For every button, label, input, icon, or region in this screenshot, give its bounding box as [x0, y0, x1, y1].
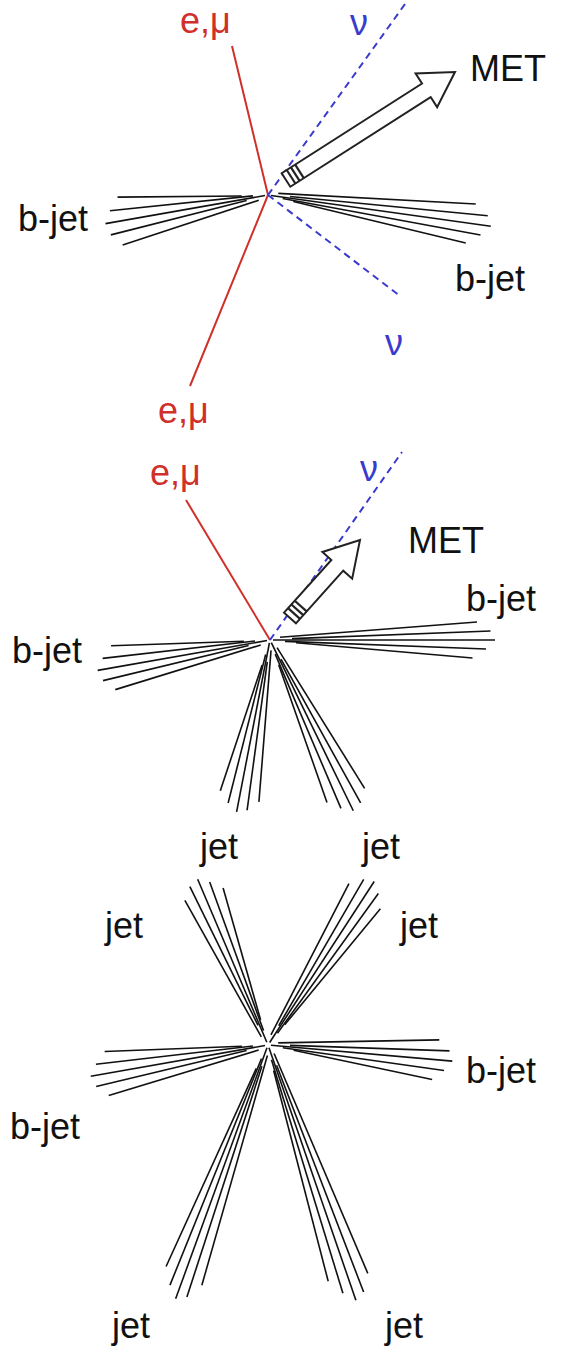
jet-line [296, 643, 473, 658]
jet-line [111, 641, 244, 645]
jet-line [283, 1048, 444, 1071]
met-arrow [282, 72, 455, 187]
jet-line [270, 881, 375, 1042]
jet-fan [220, 643, 271, 812]
jet-line [247, 662, 267, 810]
jet-line [228, 654, 266, 803]
object-label: b-jet [466, 578, 536, 619]
jet-line [278, 1040, 439, 1043]
jet-line [105, 1046, 242, 1051]
jet-fan [106, 196, 266, 245]
met-arrow [284, 540, 360, 623]
lepton-track [186, 500, 270, 640]
jet-line [111, 201, 247, 235]
jet-line [290, 1045, 449, 1050]
jet-line [271, 195, 491, 226]
jet-line [96, 1046, 253, 1064]
jet-line [110, 196, 253, 211]
jet-line [285, 641, 486, 649]
jet-fan [185, 879, 267, 1042]
object-label: jet [362, 826, 400, 867]
jet-line [98, 641, 267, 671]
jet-line [91, 1046, 265, 1077]
jet-line [198, 879, 267, 1042]
met-arrow-outline [284, 540, 360, 623]
jet-line [294, 1050, 432, 1079]
jet-line [271, 1060, 342, 1294]
jet-line [187, 1066, 262, 1297]
object-label: MET [470, 48, 546, 89]
jet-line [223, 888, 260, 1020]
jet-line [176, 1048, 267, 1299]
neutrino-label: ν [360, 448, 378, 489]
jet-fan [271, 193, 491, 243]
object-label: jet [112, 1305, 150, 1346]
lepton-label: e,μ [150, 452, 201, 493]
jet-line [190, 887, 258, 1026]
jet-line [273, 639, 495, 641]
jet-line [279, 879, 364, 1025]
jet-line [275, 654, 341, 808]
jet-line [115, 645, 260, 690]
object-label: b-jet [466, 1050, 536, 1091]
jet-fan [269, 1048, 368, 1300]
jet-line [277, 648, 365, 789]
neutrino-line [270, 452, 402, 640]
jet-fan [91, 1046, 265, 1096]
lepton-label: e,μ [158, 390, 209, 431]
jet-line [271, 884, 349, 1035]
jet-fan [271, 643, 364, 811]
jet-line [292, 631, 491, 639]
jet-line [103, 641, 255, 658]
arrow-stripe [295, 165, 304, 178]
jet-line [274, 1053, 368, 1273]
jet-line [210, 882, 264, 1031]
jet-line [293, 202, 465, 243]
lepton-track [190, 195, 268, 386]
jet-line [283, 199, 481, 235]
object-label: b-jet [10, 1106, 80, 1147]
object-label: b-jet [18, 198, 88, 239]
jet-line [271, 643, 353, 811]
lepton-track [232, 46, 268, 195]
jet-line [277, 893, 378, 1033]
jet-line [118, 196, 242, 197]
jet-fan [271, 1040, 452, 1080]
object-label: jet [400, 905, 438, 946]
object-label: jet [385, 1305, 423, 1346]
jet-line [281, 659, 361, 803]
object-label: jet [105, 905, 143, 946]
object-label: b-jet [12, 630, 82, 671]
jet-line [170, 1059, 262, 1286]
jet-fan [166, 1048, 267, 1299]
met-arrow-outline [282, 72, 455, 187]
object-label: b-jet [455, 258, 525, 299]
neutrino-line [268, 4, 405, 195]
neutrino-label: ν [350, 2, 368, 43]
jet-fan [98, 641, 267, 690]
jet-line [166, 1068, 256, 1266]
jet-line [109, 1050, 259, 1095]
neutrino-label: ν [385, 322, 403, 363]
jet-line [269, 1048, 356, 1300]
arrow-stripe [295, 601, 307, 612]
jet-fan [270, 879, 381, 1042]
object-label: MET [408, 520, 484, 561]
jet-line [274, 1071, 329, 1282]
jet-line [277, 1065, 364, 1292]
lepton-label: e,μ [180, 0, 231, 41]
jet-line [279, 665, 327, 803]
jet-line [220, 665, 262, 791]
object-label: jet [200, 826, 238, 867]
jet-line [202, 1055, 268, 1285]
jet-line [106, 196, 266, 224]
jet-fan [273, 622, 495, 658]
jet-line [285, 909, 381, 1025]
